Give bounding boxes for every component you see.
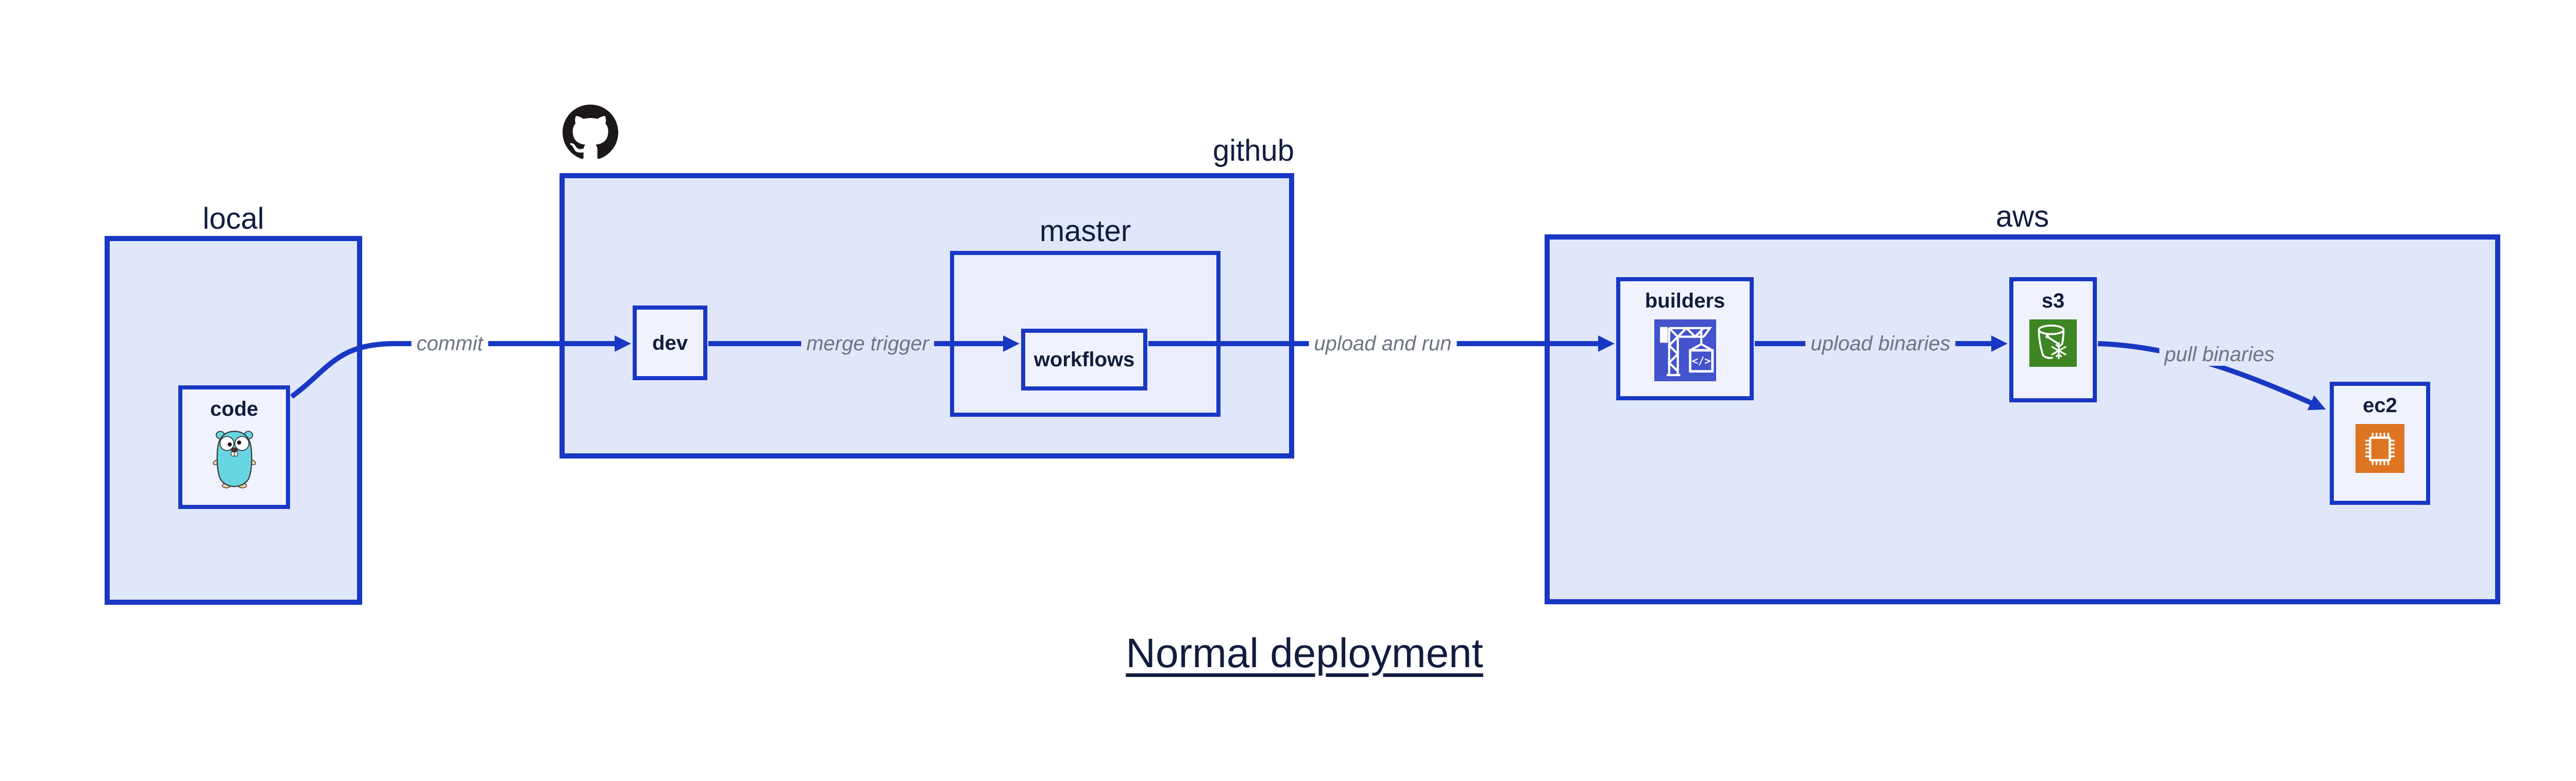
- builders-node-label: builders: [1645, 290, 1725, 312]
- workflows-node-label: workflows: [1033, 348, 1135, 371]
- github-container-label: github: [1212, 134, 1294, 167]
- ec2-node-label: ec2: [2363, 394, 2397, 417]
- edge-merge-trigger-label: merge trigger: [801, 332, 934, 355]
- builders-node: builders </>: [1616, 277, 1754, 400]
- local-container-label: local: [202, 202, 264, 235]
- master-container-label: master: [1039, 214, 1131, 248]
- edge-upload-binaries-label: upload binaries: [1805, 332, 1956, 355]
- cpu-chip-icon: [2355, 424, 2404, 473]
- s3-node: s3: [2009, 277, 2097, 402]
- go-gopher-icon: [212, 431, 256, 488]
- s3-node-label: s3: [2041, 290, 2065, 312]
- dev-node-label: dev: [652, 331, 688, 354]
- code-node-label: code: [210, 398, 259, 420]
- svg-text:</>: </>: [1691, 355, 1710, 367]
- workflows-node: workflows: [1021, 329, 1147, 390]
- dev-node: dev: [633, 305, 707, 380]
- ec2-node: ec2: [2330, 382, 2430, 505]
- code-node: code: [178, 385, 290, 509]
- github-octocat-icon: [563, 105, 618, 159]
- edge-commit-line: [290, 335, 631, 399]
- edge-pull-binaries-label: pull binaries: [2159, 343, 2280, 366]
- edge-upload-and-run-label: upload and run: [1309, 332, 1457, 355]
- glacier-bucket-icon: [2029, 319, 2077, 367]
- diagram-title: Normal deployment: [1126, 630, 1483, 676]
- aws-container-label: aws: [1995, 200, 2049, 233]
- edge-commit-label: commit: [411, 332, 488, 355]
- codebuild-crane-icon: </>: [1654, 319, 1716, 381]
